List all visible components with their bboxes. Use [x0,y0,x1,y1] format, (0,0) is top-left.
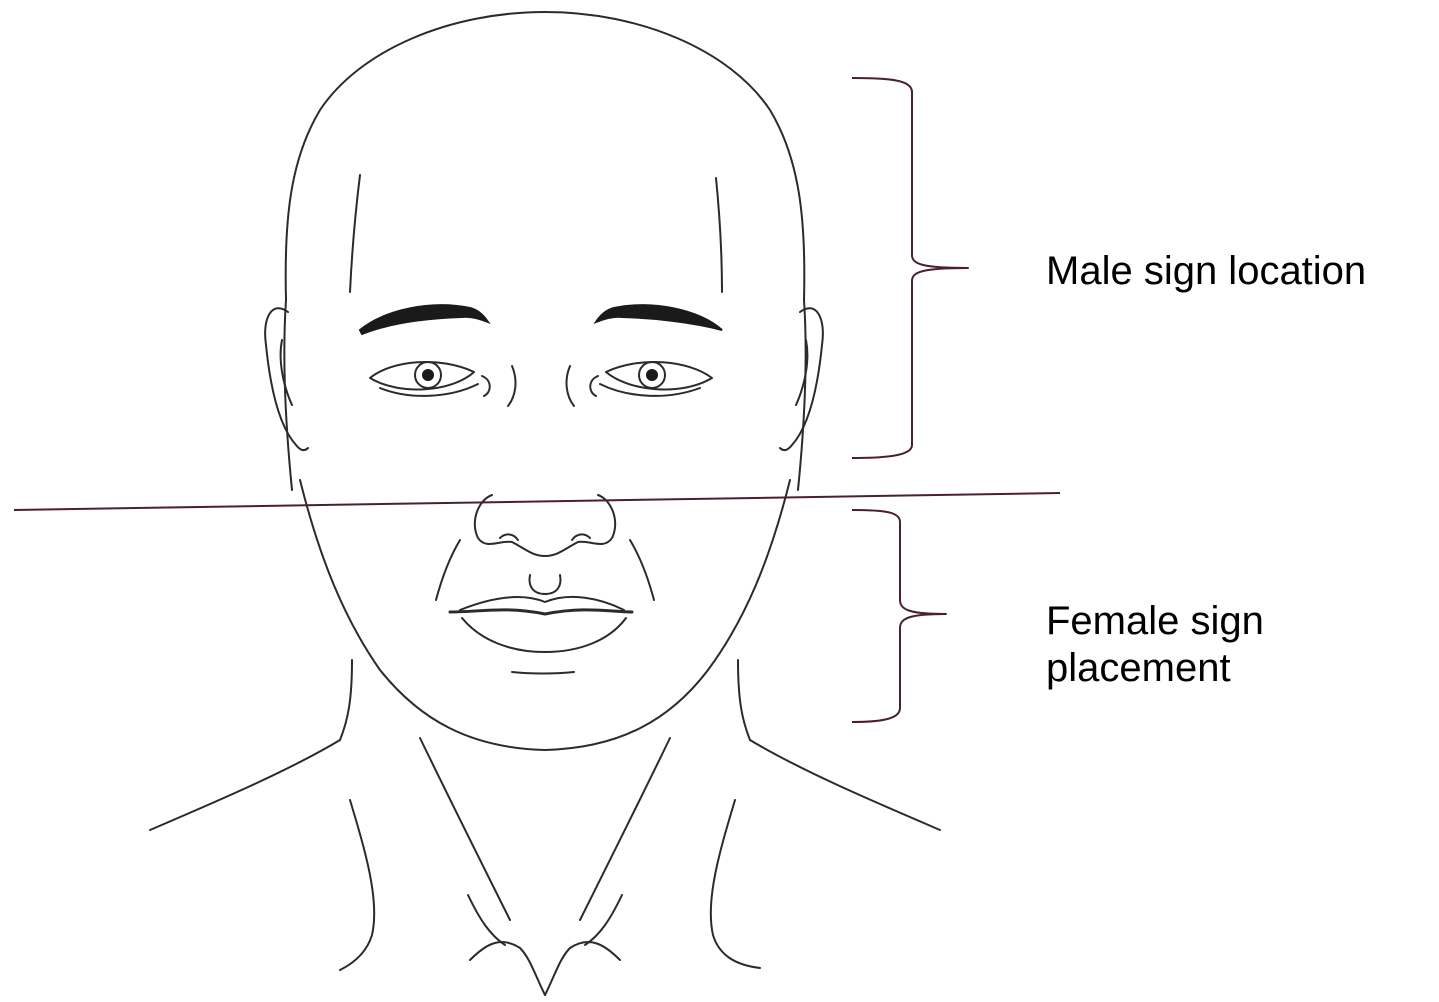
neck-right [738,660,750,740]
sternal-inner-right [585,895,622,945]
left-nose-bridge [508,366,515,406]
left-shoulder [150,740,340,830]
right-temple-line [716,178,722,292]
head-outline [284,12,805,490]
mouth-line [450,610,632,614]
philtrum [530,575,561,594]
left-eye-outline [370,362,474,390]
right-shoulder [750,740,940,830]
right-cheek-fold [630,540,654,600]
chin-mark [512,672,574,674]
female-sign-placement-label: Female sign placement [1046,598,1366,692]
right-lower-lid [600,384,700,396]
lower-lip [462,618,626,652]
sternal-left-curve [470,942,545,995]
right-nostril [572,534,590,540]
right-ear [780,308,823,450]
left-nostril [500,534,518,540]
right-collarbone [711,800,760,968]
right-eyebrow [596,305,722,330]
left-eye-corner-mark [482,376,490,396]
right-eye-corner-mark [590,376,598,396]
left-eyebrow [360,305,488,334]
right-pupil [646,369,658,381]
sternal-inner-left [468,895,505,945]
divider-line [14,493,1060,510]
left-collarbone [340,800,374,970]
nose [475,495,615,556]
left-neck-muscle [420,738,510,920]
sternal-right-curve [545,942,620,995]
male-bracket [852,78,968,458]
left-temple-line [350,175,360,292]
female-bracket [852,510,946,722]
male-sign-location-label: Male sign location [1046,248,1366,295]
upper-lip [460,597,624,610]
left-pupil [422,369,434,381]
neck-left [340,660,352,740]
left-ear-inner [281,340,292,405]
right-neck-muscle [580,738,670,920]
left-cheek-fold [436,540,460,600]
right-nose-bridge [567,366,574,406]
